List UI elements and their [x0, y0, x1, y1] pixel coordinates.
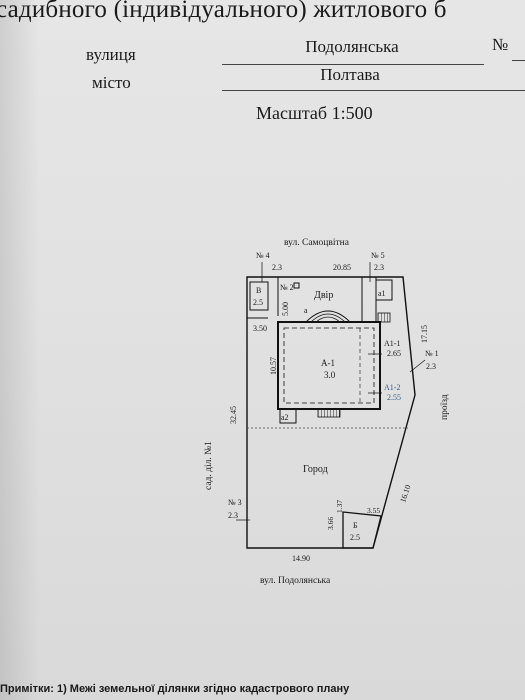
pole-3-height: 2.3	[228, 511, 238, 520]
number-label: №	[492, 35, 509, 54]
street-top-label: вул. Самоцвітна	[284, 238, 350, 248]
bldg-v-height: 2.5	[253, 298, 263, 307]
dim-yard-horiz: 3.50	[253, 324, 267, 333]
steps-a2	[317, 408, 341, 418]
bldg-b-height: 2.5	[350, 533, 360, 542]
page-shadow	[0, 0, 40, 700]
left-side-label: сад. діл. №1	[204, 441, 214, 490]
number-underline	[512, 60, 525, 61]
ext-a1-2-height: 2.55	[387, 393, 401, 402]
porch-a1	[375, 279, 393, 301]
city-underline	[222, 90, 525, 91]
plot-boundary	[246, 276, 416, 549]
house-label: А-1	[321, 358, 335, 368]
ext-a1-2-label: А1-2	[384, 383, 400, 392]
street-underline	[222, 64, 484, 65]
dim-bottom: 14.90	[292, 554, 310, 563]
dim-top: 20.85	[333, 263, 351, 272]
ext-a1-1-height: 2.65	[387, 349, 401, 358]
dim-right-upper: 17.15	[420, 325, 429, 343]
city-label: місто	[92, 73, 131, 92]
porch-a	[305, 310, 351, 323]
garden-label: Город	[303, 464, 328, 475]
document-title: садибного (індивідуального) житлового б	[0, 0, 447, 23]
right-side-label: проїзд	[440, 394, 450, 420]
house-height: 3.0	[324, 370, 336, 380]
pole-2	[293, 282, 300, 289]
street-label: вулиця	[86, 45, 136, 64]
dim-house-left: 10.57	[269, 357, 278, 375]
bldg-b-label: Б	[353, 521, 358, 530]
notes-text: Примітки: 1) Межі земельної ділянки згід…	[0, 683, 350, 695]
pole-4-label: № 4	[256, 251, 270, 260]
dim-b-right: 3.55	[367, 506, 380, 515]
porch-a2	[279, 408, 297, 424]
street-bottom-label: вул. Подолянська	[260, 576, 331, 586]
pole-4-height: 2.3	[272, 263, 282, 272]
pole-1-label: № 1	[425, 349, 439, 358]
scale-label: Масштаб 1:500	[256, 103, 373, 123]
pole-2-label: № 2	[280, 283, 294, 292]
dim-yard-vert: 5.00	[281, 302, 290, 316]
yard-label: Двір	[314, 290, 333, 301]
pole-3-label: № 3	[228, 498, 242, 507]
pole-1-height: 2.3	[426, 362, 436, 371]
pole-5-height: 2.3	[374, 263, 384, 272]
house-inner	[283, 327, 375, 404]
dim-right-lower: 16.10	[398, 484, 412, 504]
steps-a1	[377, 312, 391, 323]
building-v	[249, 281, 269, 311]
building-b	[342, 511, 382, 549]
porch-a2-label: а2	[281, 413, 289, 422]
city-value: Полтава	[320, 65, 380, 84]
dim-b-left: 3.66	[326, 517, 335, 530]
dim-left: 32.45	[229, 406, 238, 424]
ext-a1-1-label: А1-1	[384, 339, 400, 348]
bldg-v-label: В	[256, 286, 261, 295]
porch-a1-label: а1	[378, 289, 386, 298]
pole-5-label: № 5	[371, 251, 385, 260]
dim-b-top: 1.37	[335, 500, 344, 513]
street-value: Подолянська	[305, 37, 399, 56]
porch-a-label: а	[304, 306, 308, 315]
